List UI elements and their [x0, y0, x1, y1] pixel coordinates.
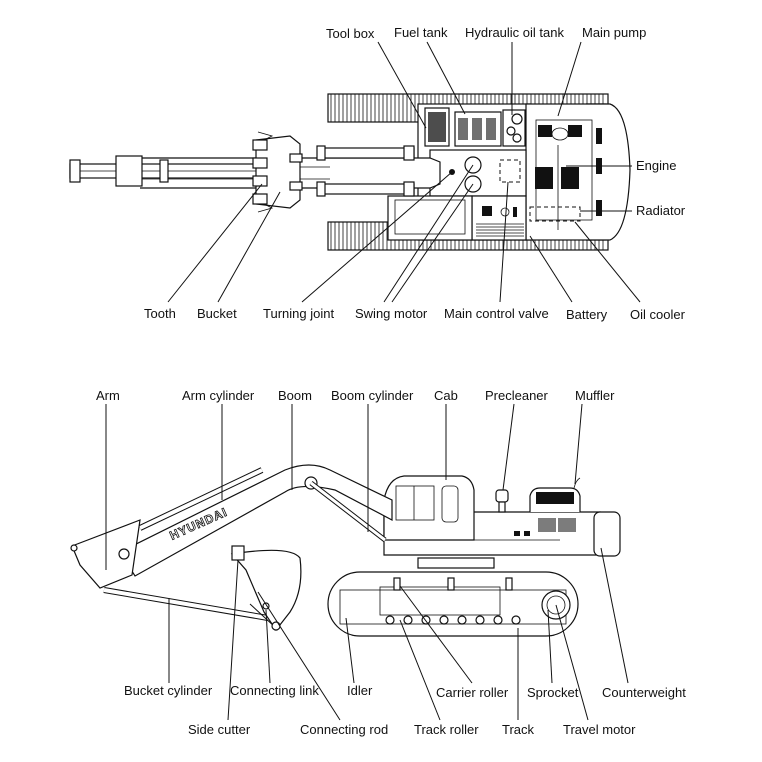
- label-counterweight: Counterweight: [602, 685, 686, 700]
- carrier-roller-1: [393, 577, 401, 591]
- track-roller: [403, 615, 413, 625]
- label-arm-cylinder: Arm cylinder: [182, 388, 255, 403]
- boom-cylinder-right: [319, 183, 415, 195]
- label-muffler: Muffler: [575, 388, 615, 403]
- cab-top: [387, 195, 473, 241]
- carrier-roller-2: [447, 577, 455, 591]
- side-leader-lines: [105, 403, 629, 721]
- label-oil-cooler: Oil cooler: [630, 307, 686, 322]
- swing-bearing: [417, 557, 495, 569]
- side-view: HYUNDAI: [70, 464, 621, 637]
- track-roller: [475, 615, 485, 625]
- side-cutter: [231, 545, 245, 561]
- label-travel-motor: Travel motor: [563, 722, 636, 737]
- counterweight: [593, 511, 621, 557]
- counterweight-top: [586, 103, 631, 241]
- label-main-pump: Main pump: [582, 25, 646, 40]
- top-view: [69, 93, 631, 251]
- track-roller: [457, 615, 467, 625]
- label-carrier-roller: Carrier roller: [436, 685, 509, 700]
- side-view-labels: Arm Arm cylinder Boom Boom cylinder Cab …: [96, 388, 686, 737]
- label-radiator: Radiator: [636, 203, 686, 218]
- label-cab: Cab: [434, 388, 458, 403]
- label-tool-box: Tool box: [326, 26, 375, 41]
- label-battery: Battery: [566, 307, 608, 322]
- track-roller: [385, 615, 395, 625]
- label-bucket-cylinder: Bucket cylinder: [124, 683, 213, 698]
- main-control-valve: [499, 159, 521, 183]
- bucket: [230, 549, 302, 632]
- track-assembly: [327, 571, 579, 637]
- track-roller: [439, 615, 449, 625]
- track-roller: [493, 615, 503, 625]
- label-main-control-valve: Main control valve: [444, 306, 549, 321]
- track-roller: [511, 615, 521, 625]
- top-leader-lines: [167, 41, 641, 303]
- label-turning-joint: Turning joint: [263, 306, 334, 321]
- label-idler: Idler: [347, 683, 373, 698]
- label-hydraulic-oil-tank: Hydraulic oil tank: [465, 25, 564, 40]
- label-swing-motor: Swing motor: [355, 306, 428, 321]
- label-boom: Boom: [278, 388, 312, 403]
- label-precleaner: Precleaner: [485, 388, 549, 403]
- label-fuel-tank: Fuel tank: [394, 25, 448, 40]
- label-connecting-rod: Connecting rod: [300, 722, 388, 737]
- label-tooth: Tooth: [144, 306, 176, 321]
- label-side-cutter: Side cutter: [188, 722, 251, 737]
- label-track: Track: [502, 722, 535, 737]
- label-engine: Engine: [636, 158, 676, 173]
- label-track-roller: Track roller: [414, 722, 479, 737]
- precleaner: [495, 489, 509, 513]
- top-view-labels: Tool box Fuel tank Hydraulic oil tank Ma…: [144, 25, 686, 322]
- carrier-roller-3: [505, 577, 513, 591]
- label-sprocket: Sprocket: [527, 685, 579, 700]
- label-boom-cylinder: Boom cylinder: [331, 388, 414, 403]
- boom: [119, 464, 393, 577]
- label-arm: Arm: [96, 388, 120, 403]
- label-connecting-link: Connecting link: [230, 683, 319, 698]
- radiator-outline: [529, 206, 581, 222]
- muffler-pipe: [573, 477, 581, 489]
- cab: [383, 475, 475, 541]
- bucket-top: [252, 131, 303, 213]
- label-bucket: Bucket: [197, 306, 237, 321]
- boom-cylinder-left: [319, 147, 415, 159]
